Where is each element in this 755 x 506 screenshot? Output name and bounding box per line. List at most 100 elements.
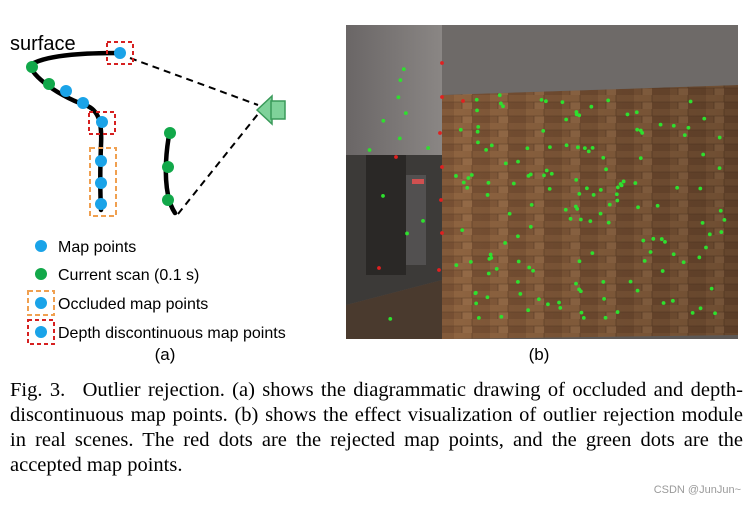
- legend-label: Depth discontinuous map points: [58, 325, 286, 342]
- legend-label: Occluded map points: [58, 296, 208, 313]
- accepted-point: [658, 122, 663, 127]
- accepted-point: [590, 145, 595, 150]
- accepted-point: [525, 146, 530, 151]
- panel-a-label: (a): [154, 345, 176, 364]
- map-point: [114, 47, 126, 59]
- accepted-point: [458, 127, 463, 132]
- accepted-point: [682, 133, 687, 138]
- accepted-point: [381, 118, 386, 123]
- accepted-point: [469, 173, 474, 177]
- legend-discontinuous-point-icon: [35, 326, 47, 338]
- accepted-point: [671, 252, 676, 257]
- accepted-point: [661, 301, 666, 305]
- depth-discontinuous-box: [106, 41, 134, 65]
- accepted-point: [615, 310, 620, 314]
- accepted-point: [541, 128, 546, 133]
- accepted-point: [486, 271, 491, 276]
- accepted-point: [367, 148, 372, 152]
- map-point: [95, 177, 107, 189]
- accepted-point: [465, 185, 470, 190]
- accepted-point: [670, 298, 675, 303]
- accepted-point: [604, 167, 608, 172]
- accepted-point: [421, 218, 425, 223]
- accepted-point: [558, 305, 563, 310]
- accepted-point: [516, 234, 520, 239]
- rejected-point: [440, 95, 444, 99]
- accepted-point: [388, 316, 393, 321]
- accepted-point: [621, 179, 626, 184]
- accepted-point: [501, 104, 505, 109]
- accepted-point: [686, 125, 691, 130]
- accepted-point: [516, 159, 520, 164]
- accepted-point: [697, 255, 702, 260]
- accepted-point: [681, 260, 686, 265]
- rejected-point: [437, 268, 441, 272]
- accepted-point: [615, 198, 620, 203]
- accepted-point: [476, 315, 481, 320]
- accepted-point: [476, 124, 481, 129]
- point-overlay: [367, 61, 727, 321]
- map-point: [95, 155, 107, 167]
- accepted-point: [574, 177, 579, 182]
- accepted-point: [618, 182, 623, 186]
- accepted-point: [515, 279, 520, 284]
- accepted-point: [485, 193, 490, 197]
- accepted-point: [468, 259, 473, 264]
- accepted-point: [497, 93, 502, 98]
- accepted-point: [688, 99, 693, 104]
- accepted-point: [488, 252, 493, 257]
- rejected-point: [377, 266, 381, 270]
- accepted-point: [722, 217, 727, 222]
- accepted-point: [461, 180, 466, 185]
- legend: Map points Current scan (0.1 s) Occluded…: [27, 239, 286, 345]
- accepted-point: [690, 310, 695, 315]
- accepted-point: [633, 181, 638, 185]
- accepted-point: [426, 146, 431, 150]
- accepted-point: [575, 145, 580, 150]
- rejected-point: [440, 165, 444, 169]
- surface-label: surface: [10, 33, 76, 55]
- accepted-point: [507, 211, 512, 216]
- accepted-point: [486, 180, 491, 185]
- map-point: [77, 97, 89, 109]
- accepted-point: [454, 263, 459, 268]
- accepted-point: [698, 186, 703, 191]
- panel-b-label: (b): [528, 345, 550, 364]
- accepted-point: [473, 291, 478, 296]
- accepted-point: [476, 140, 480, 145]
- legend-occluded-box-icon: [27, 290, 55, 316]
- accepted-point: [718, 208, 723, 213]
- accepted-point: [537, 297, 541, 302]
- accepted-point: [526, 308, 531, 313]
- legend-map-point-icon: [35, 240, 47, 252]
- accepted-point: [405, 231, 409, 236]
- map-point: [96, 116, 108, 128]
- accepted-point: [527, 265, 532, 270]
- accepted-point: [717, 135, 722, 140]
- accepted-point: [588, 219, 593, 224]
- rejected-point: [440, 61, 444, 65]
- accepted-point: [397, 136, 402, 141]
- accepted-point: [489, 143, 494, 148]
- accepted-point: [700, 220, 705, 225]
- corridor-floor: [346, 280, 442, 339]
- accepted-point: [396, 95, 401, 100]
- accepted-point: [579, 310, 584, 315]
- accepted-point: [403, 111, 408, 116]
- accepted-point: [474, 301, 479, 306]
- accepted-point: [671, 123, 676, 128]
- map-point: [60, 85, 72, 97]
- accepted-point: [717, 166, 722, 171]
- accepted-point: [591, 193, 596, 197]
- legend-occluded-point-icon: [35, 297, 47, 309]
- left-wall: [346, 25, 442, 155]
- accepted-point: [529, 202, 534, 207]
- accepted-point: [539, 97, 544, 102]
- accepted-point: [516, 259, 521, 264]
- accepted-point: [475, 108, 479, 113]
- accepted-point: [563, 207, 568, 212]
- accepted-point: [648, 250, 653, 254]
- watermark: CSDN @JunJun~: [653, 484, 741, 496]
- scene-photo: [346, 25, 738, 339]
- legend-scan-point-icon: [35, 268, 47, 280]
